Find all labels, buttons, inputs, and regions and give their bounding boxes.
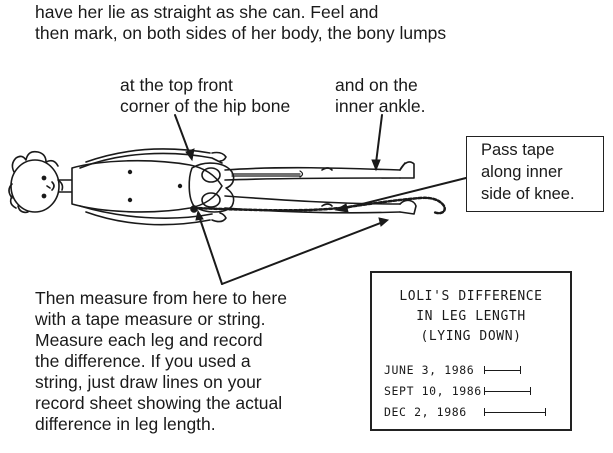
record-title-line-3: (LYING DOWN) (372, 327, 570, 347)
record-title-line-1: LOLI'S DIFFERENCE (372, 287, 570, 307)
measure-line-2: with a tape measure or string. (35, 309, 287, 330)
measure-line-3: Measure each leg and record (35, 330, 287, 351)
measure-arrow-from (199, 216, 222, 284)
measure-line-7: difference in leg length. (35, 414, 287, 435)
record-entries: JUNE 3, 1986 SEPT 10, 1986 DEC 2, 1986 (384, 361, 564, 424)
measure-arrow-to (222, 222, 383, 284)
measure-line-5: string, just draw lines on your (35, 372, 287, 393)
record-title-line-2: IN LEG LENGTH (372, 307, 570, 327)
record-entry-bar (484, 412, 546, 413)
record-entry-date: DEC 2, 1986 (384, 405, 467, 419)
record-entry-bar (484, 370, 521, 371)
callout-line-2: along inner (481, 161, 575, 183)
hip-mark-dot (191, 206, 197, 212)
measure-line-4: the difference. If you used a (35, 351, 287, 372)
record-entry: DEC 2, 1986 (384, 403, 564, 424)
record-entry: SEPT 10, 1986 (384, 382, 564, 403)
child-foot-upper (400, 162, 414, 178)
child-foot-lower (400, 200, 416, 214)
measure-line-1: Then measure from here to here (35, 288, 287, 309)
record-card-title: LOLI'S DIFFERENCE IN LEG LENGTH (LYING D… (372, 287, 570, 347)
callout-line-1: Pass tape (481, 139, 575, 161)
measurement-instructions: Then measure from here to here with a ta… (35, 288, 287, 435)
measure-line-6: record sheet showing the actual (35, 393, 287, 414)
child-torso (72, 161, 222, 212)
record-card: LOLI'S DIFFERENCE IN LEG LENGTH (LYING D… (370, 271, 572, 431)
ankle-arrow (376, 115, 382, 163)
record-entry-bar (484, 391, 531, 392)
record-entry-date: JUNE 3, 1986 (384, 363, 474, 377)
callout-line-3: side of knee. (481, 183, 575, 205)
knee-callout-box: Pass tape along inner side of knee. (466, 136, 604, 212)
knee-arrow (342, 178, 466, 209)
callout-text: Pass tape along inner side of knee. (481, 139, 575, 205)
record-entry: JUNE 3, 1986 (384, 361, 564, 382)
child-head (9, 152, 63, 213)
record-entry-date: SEPT 10, 1986 (384, 384, 482, 398)
